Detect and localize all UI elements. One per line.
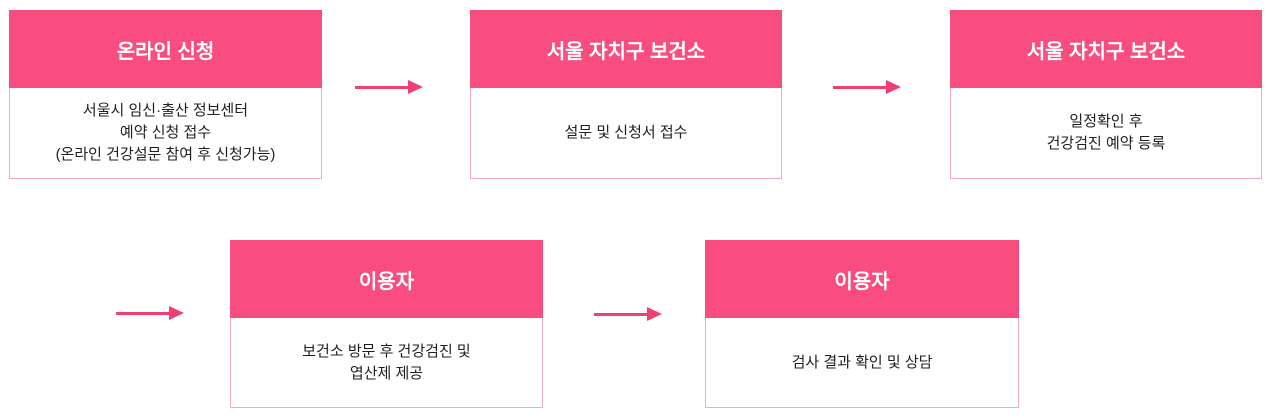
flow-step-description: 일정확인 후 건강검진 예약 등록 xyxy=(1046,113,1166,152)
right-arrow-icon xyxy=(594,307,662,321)
flow-step-description: 검사 결과 확인 및 상담 xyxy=(791,353,933,371)
flow-step-district-health-center-1: 서울 자치구 보건소 설문 및 신청서 접수 xyxy=(470,10,782,179)
flow-step-body: 일정확인 후 건강검진 예약 등록 xyxy=(951,88,1261,178)
flow-step-body: 설문 및 신청서 접수 xyxy=(471,88,781,178)
flow-step-title: 서울 자치구 보건소 xyxy=(1026,40,1186,63)
flow-step-district-health-center-2: 서울 자치구 보건소 일정확인 후 건강검진 예약 등록 xyxy=(950,10,1262,179)
arrow-head xyxy=(408,80,423,94)
flow-step-header: 서울 자치구 보건소 xyxy=(470,10,782,88)
flow-step-user-result: 이용자 검사 결과 확인 및 상담 xyxy=(705,240,1019,408)
flow-step-body: 검사 결과 확인 및 상담 xyxy=(706,318,1018,407)
right-arrow-icon xyxy=(833,80,901,94)
flow-step-description: 설문 및 신청서 접수 xyxy=(564,124,688,142)
flow-step-title: 서울 자치구 보건소 xyxy=(546,40,706,63)
flow-step-header: 이용자 xyxy=(230,240,543,318)
right-arrow-icon xyxy=(116,306,184,320)
arrow-shaft xyxy=(355,85,408,89)
flow-step-description: 보건소 방문 후 건강검진 및 엽산제 제공 xyxy=(302,342,471,382)
flow-step-title: 온라인 신청 xyxy=(116,40,215,63)
flow-step-description: 서울시 임신·출산 정보센터 예약 신청 접수 (온라인 건강설문 참여 후 신… xyxy=(55,102,276,163)
flow-step-header: 온라인 신청 xyxy=(9,10,322,88)
arrow-shaft xyxy=(116,311,169,315)
arrow-head xyxy=(886,80,901,94)
flow-step-header: 이용자 xyxy=(705,240,1019,318)
arrow-head xyxy=(169,306,184,320)
arrow-shaft xyxy=(594,312,647,316)
flow-step-online-application: 온라인 신청 서울시 임신·출산 정보센터 예약 신청 접수 (온라인 건강설문… xyxy=(9,10,322,179)
arrow-shaft xyxy=(833,85,886,89)
right-arrow-icon xyxy=(355,80,423,94)
flow-step-header: 서울 자치구 보건소 xyxy=(950,10,1262,88)
flow-step-title: 이용자 xyxy=(834,270,890,293)
flow-step-body: 서울시 임신·출산 정보센터 예약 신청 접수 (온라인 건강설문 참여 후 신… xyxy=(10,88,321,178)
flow-step-title: 이용자 xyxy=(358,270,415,293)
flow-step-user-visit: 이용자 보건소 방문 후 건강검진 및 엽산제 제공 xyxy=(230,240,543,408)
arrow-head xyxy=(647,307,662,321)
flow-step-body: 보건소 방문 후 건강검진 및 엽산제 제공 xyxy=(231,318,542,407)
